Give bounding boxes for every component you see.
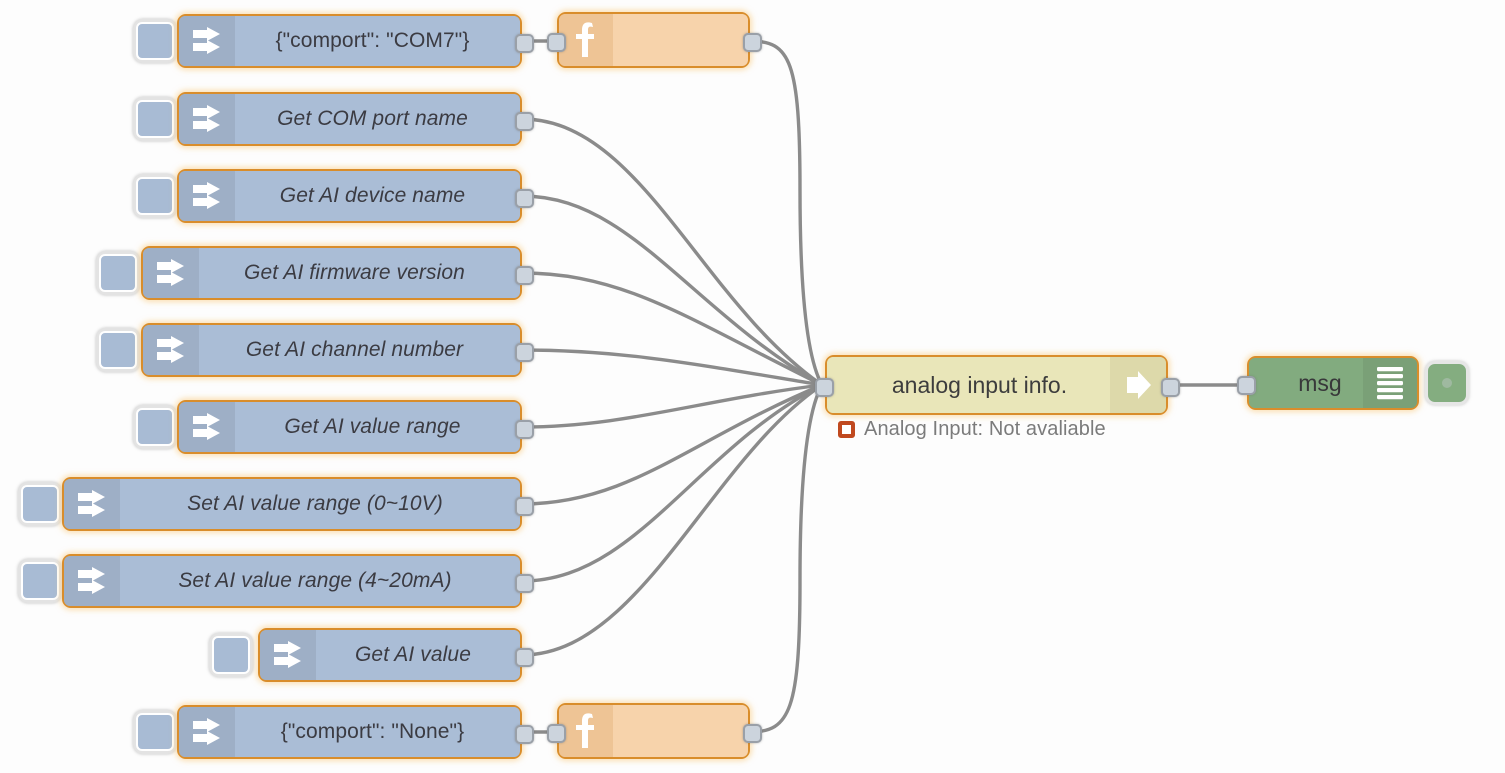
inject-get-com-port[interactable]: Get COM port name xyxy=(177,92,534,146)
function-bottom[interactable] xyxy=(547,703,762,759)
inject-button-inject-get-ai-value[interactable] xyxy=(209,633,253,677)
wire-8 xyxy=(520,383,824,583)
wire-9 xyxy=(520,383,824,657)
inject-arrow-icon xyxy=(179,171,235,221)
inject-get-ai-range[interactable]: Get AI value range xyxy=(177,400,534,454)
inject-get-ai-value[interactable]: Get AI value xyxy=(258,628,534,682)
output-port[interactable] xyxy=(515,496,534,516)
wire-3 xyxy=(520,194,824,387)
inject-get-ai-firmware[interactable]: Get AI firmware version xyxy=(141,246,534,300)
inject-arrow-icon xyxy=(143,325,199,375)
inject-button-face xyxy=(136,177,174,215)
node-label: Get AI device name xyxy=(279,184,466,207)
inject-button-face xyxy=(21,485,59,523)
arrow-right-icon xyxy=(1110,357,1166,413)
output-port[interactable] xyxy=(743,32,762,52)
output-port[interactable] xyxy=(515,419,534,439)
wire-7 xyxy=(520,383,824,506)
inject-set-ai-range-10v[interactable]: Set AI value range (0~10V) xyxy=(62,477,534,531)
inject-arrow-icon xyxy=(179,707,235,757)
inject-button-face xyxy=(212,636,250,674)
wire-5 xyxy=(520,348,824,387)
debug-toggle-icon[interactable] xyxy=(1425,361,1469,405)
wire-6 xyxy=(520,383,824,429)
inject-button-inject-comport-com7[interactable] xyxy=(133,19,177,63)
debug-lines-icon xyxy=(1363,358,1417,408)
inject-arrow-icon xyxy=(179,402,235,452)
output-port[interactable] xyxy=(515,33,534,53)
wire-4 xyxy=(520,271,824,387)
debug-toggle-dot xyxy=(1442,378,1452,388)
function-top[interactable] xyxy=(547,12,762,68)
function-f-icon xyxy=(559,705,613,757)
status-text: Analog Input: Not avaliable xyxy=(864,418,1106,440)
inject-button-face xyxy=(136,22,174,60)
inject-button-inject-get-ai-firmware[interactable] xyxy=(96,251,140,295)
inject-button-inject-comport-none[interactable] xyxy=(133,710,177,754)
node-label: Get AI value xyxy=(355,643,471,666)
analog-input-info[interactable]: analog input info. xyxy=(815,355,1180,415)
node-label: {"comport": "None"} xyxy=(280,720,465,743)
input-port[interactable] xyxy=(547,723,566,743)
inject-button-inject-get-ai-device[interactable] xyxy=(133,174,177,218)
inject-comport-none[interactable]: {"comport": "None"} xyxy=(177,705,534,759)
inject-button-face xyxy=(99,254,137,292)
wire-1 xyxy=(748,39,824,387)
node-label: msg xyxy=(1298,369,1342,396)
inject-arrow-icon xyxy=(64,556,120,606)
node-label: analog input info. xyxy=(891,371,1068,398)
wire-11 xyxy=(748,383,824,734)
inject-button-face xyxy=(136,100,174,138)
inject-get-ai-channel[interactable]: Get AI channel number xyxy=(141,323,534,377)
node-label: Get COM port name xyxy=(277,107,468,130)
inject-arrow-icon xyxy=(179,16,235,66)
inject-arrow-icon xyxy=(260,630,316,680)
output-port[interactable] xyxy=(515,724,534,744)
inject-button-face xyxy=(136,713,174,751)
inject-button-inject-set-ai-range-20ma[interactable] xyxy=(18,559,62,603)
inject-arrow-icon xyxy=(179,94,235,144)
inject-button-face xyxy=(136,408,174,446)
output-port[interactable] xyxy=(515,188,534,208)
inject-button-face xyxy=(99,331,137,369)
node-label: {"comport": "COM7"} xyxy=(275,29,470,52)
inject-get-ai-device[interactable]: Get AI device name xyxy=(177,169,534,223)
inject-arrow-icon xyxy=(143,248,199,298)
output-port[interactable] xyxy=(743,723,762,743)
status-dot-icon xyxy=(838,421,855,438)
inject-set-ai-range-20ma[interactable]: Set AI value range (4~20mA) xyxy=(62,554,534,608)
input-port[interactable] xyxy=(1237,375,1256,395)
inject-comport-com7[interactable]: {"comport": "COM7"} xyxy=(177,14,534,68)
input-port[interactable] xyxy=(815,377,834,397)
inject-arrow-icon xyxy=(64,479,120,529)
inject-button-inject-get-ai-channel[interactable] xyxy=(96,328,140,372)
debug-msg[interactable]: msg xyxy=(1237,356,1419,410)
output-port[interactable] xyxy=(515,111,534,131)
inject-button-inject-set-ai-range-10v[interactable] xyxy=(18,482,62,526)
inject-button-inject-get-com-port[interactable] xyxy=(133,97,177,141)
output-port[interactable] xyxy=(515,573,534,593)
node-label: Set AI value range (0~10V) xyxy=(187,492,443,515)
inject-button-inject-get-ai-range[interactable] xyxy=(133,405,177,449)
output-port[interactable] xyxy=(1161,377,1180,397)
status-badge: Analog Input: Not avaliable xyxy=(838,418,1106,441)
node-label: Get AI firmware version xyxy=(244,261,465,284)
output-port[interactable] xyxy=(515,647,534,667)
node-label: Get AI value range xyxy=(284,415,461,438)
output-port[interactable] xyxy=(515,265,534,285)
output-port[interactable] xyxy=(515,342,534,362)
inject-button-face xyxy=(21,562,59,600)
function-f-icon xyxy=(559,14,613,66)
node-label: Get AI channel number xyxy=(245,338,464,361)
node-label: Set AI value range (4~20mA) xyxy=(178,569,452,592)
wire-2 xyxy=(520,117,824,387)
input-port[interactable] xyxy=(547,32,566,52)
